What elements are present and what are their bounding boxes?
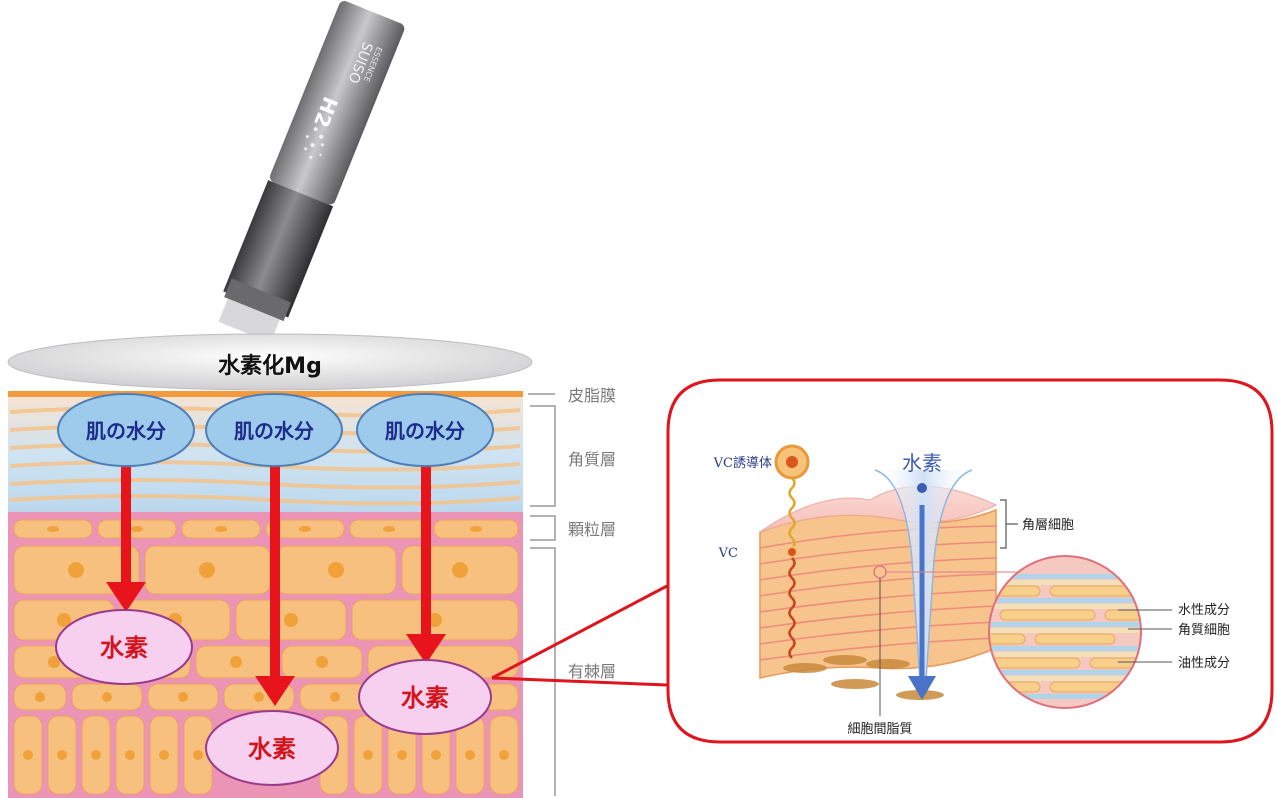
mg-label: 水素化Mg	[218, 353, 322, 379]
spinous-nuclei	[23, 562, 509, 760]
oil-component-label: 油性成分	[1178, 656, 1230, 671]
inset-detail: 水素 VC誘導体 VC 角層細胞 細胞間脂質	[713, 444, 1230, 737]
moisture-bubble-label: 肌の水分	[234, 419, 314, 443]
hydrogen-arrow-head	[908, 676, 936, 700]
penetration-arrows	[106, 458, 446, 706]
vc-molecule	[786, 546, 798, 558]
moisture-bubble-2: 肌の水分	[205, 393, 343, 467]
layer-label-granular: 顆粒層	[568, 520, 616, 539]
layer-label-sebum: 皮脂膜	[568, 386, 616, 405]
moisture-bubble-1: 肌の水分	[57, 393, 195, 467]
hydrogen-bubble-label: 水素	[401, 684, 449, 712]
layer-label-spinous: 有棘層	[568, 662, 616, 681]
layer-label-corneum: 角質層	[568, 450, 616, 469]
vc-label: VC	[718, 546, 738, 561]
hydrogen-bubble-2: 水素	[205, 710, 339, 786]
magnified-view	[990, 557, 1140, 707]
inset-lipid-patches	[783, 655, 944, 700]
vc-derivative-core	[786, 456, 798, 468]
inset-block-lines	[759, 525, 997, 661]
granular-nuclei	[47, 526, 482, 532]
moisture-bubble-label: 肌の水分	[385, 419, 465, 443]
inset-hydrogen-label: 水素	[902, 451, 942, 475]
hydrogen-bubble-3: 水素	[358, 659, 492, 735]
corneocyte-label: 角質細胞	[1178, 623, 1230, 638]
inset-skin-block	[759, 508, 997, 679]
hydrogen-bubble-1: 水素	[55, 609, 193, 685]
vc-derivative-label: VC誘導体	[713, 456, 772, 471]
intercellular-lipid-label: 細胞間脂質	[847, 722, 912, 737]
moisture-bubble-label: 肌の水分	[86, 419, 166, 443]
inset-callout	[491, 378, 1274, 744]
hydrogen-pen-device: SUISO ESSENCE H2	[218, 1, 405, 343]
water-component-label: 水性成分	[1178, 603, 1230, 618]
hydrogen-bubble-label: 水素	[248, 735, 296, 763]
corneocyte-bracket	[1000, 499, 1007, 549]
vc-chain-lower	[788, 557, 796, 659]
mg-disc	[7, 333, 533, 391]
vc-chain-upper	[788, 477, 796, 559]
magnified-leaders	[1118, 609, 1172, 663]
pen-dot-pattern	[304, 127, 324, 159]
hydrogen-particle	[917, 483, 927, 493]
layer-brackets	[528, 393, 556, 796]
corneocyte-top-label: 角層細胞	[1022, 518, 1074, 533]
moisture-bubble-3: 肌の水分	[356, 393, 494, 467]
magnified-view-border	[988, 555, 1142, 709]
hydrogen-bubble-label: 水素	[100, 634, 148, 662]
